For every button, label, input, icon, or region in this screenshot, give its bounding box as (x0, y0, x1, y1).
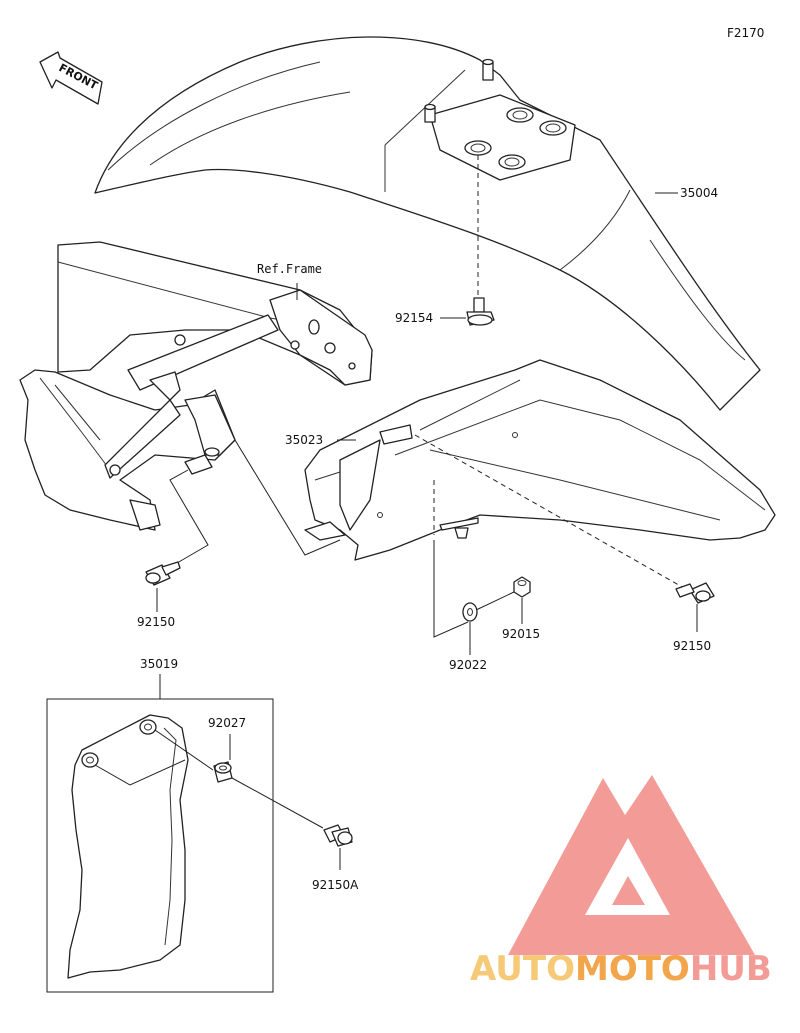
watermark-moto: MOTO (575, 949, 690, 989)
front-fender (94, 36, 761, 411)
mud-flap (67, 714, 189, 979)
part-label-92150-left: 92150 (137, 615, 175, 629)
collar-icon (213, 761, 233, 783)
part-label-92154: 92154 (395, 311, 433, 325)
ref-frame-label: Ref.Frame (257, 262, 322, 276)
watermark-hub: HUB (690, 949, 772, 989)
bolt-icon (675, 582, 715, 604)
washer-icon (462, 602, 478, 622)
part-label-92150-right: 92150 (673, 639, 711, 653)
kit-box (46, 698, 274, 993)
nut-icon (513, 576, 531, 598)
fender-cover (304, 359, 776, 561)
front-arrow-icon: FRONT (39, 51, 103, 105)
part-label-35019: 35019 (140, 657, 178, 671)
part-label-92015: 92015 (502, 627, 540, 641)
figure-code: F2170 (727, 26, 764, 40)
stud-icon (466, 297, 495, 326)
frame-reference (19, 241, 373, 531)
watermark-logo (508, 775, 755, 955)
part-label-92150A: 92150A (312, 878, 359, 892)
part-label-35023: 35023 (285, 433, 323, 447)
watermark-auto: AUTO (470, 949, 575, 989)
bolt-icon (323, 824, 353, 847)
part-label-35004: 35004 (680, 186, 718, 200)
watermark-text: AUTOMOTOHUB (470, 949, 772, 989)
part-label-92022: 92022 (449, 658, 487, 672)
bolt-icon (145, 561, 181, 586)
part-label-92027: 92027 (208, 716, 246, 730)
